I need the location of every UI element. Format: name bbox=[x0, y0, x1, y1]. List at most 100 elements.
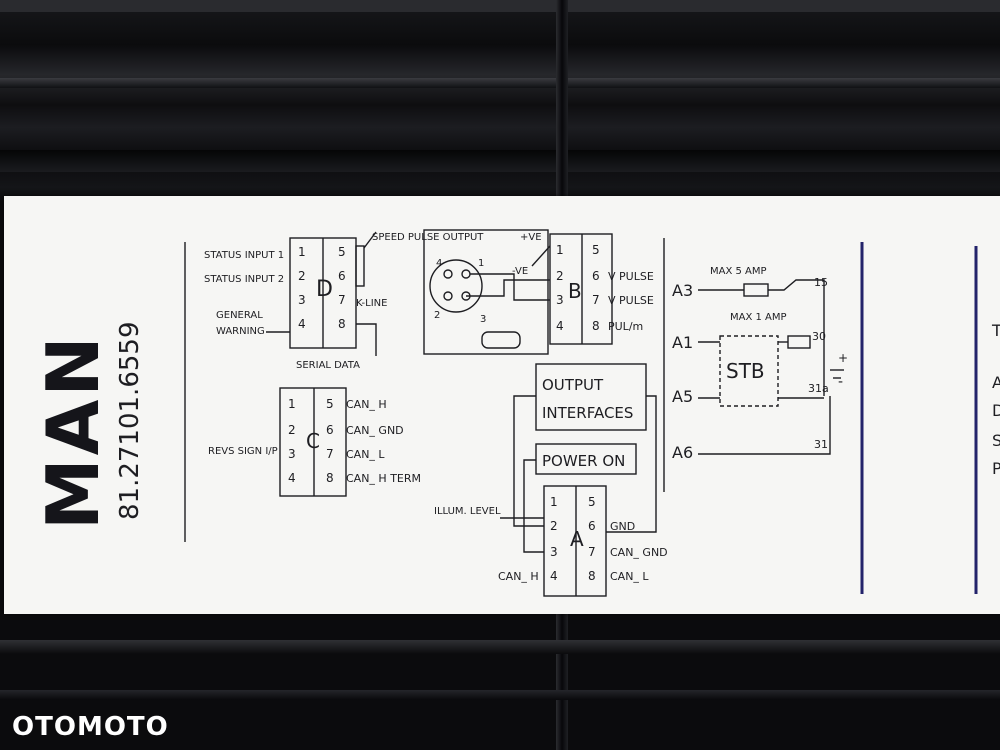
svg-text:2: 2 bbox=[556, 269, 564, 283]
label-stb: STB bbox=[726, 359, 765, 383]
svg-text:D: D bbox=[316, 277, 333, 302]
svg-text:4: 4 bbox=[556, 319, 564, 333]
svg-text:8: 8 bbox=[592, 319, 600, 333]
label-pul-m: PUL/m bbox=[608, 320, 643, 333]
svg-text:6: 6 bbox=[326, 423, 334, 437]
label-illum-level: ILLUM. LEVEL bbox=[434, 506, 501, 517]
terminal-15: 15 bbox=[814, 276, 828, 289]
label-status-input-2: STATUS INPUT 2 bbox=[204, 274, 284, 285]
svg-text:1: 1 bbox=[478, 258, 484, 269]
label-power-on: POWER ON bbox=[542, 452, 625, 470]
terminal-30: 30 bbox=[812, 330, 826, 343]
svg-text:4: 4 bbox=[288, 471, 296, 485]
housing-ridge-shadow bbox=[0, 150, 1000, 172]
svg-text:S: S bbox=[992, 431, 1000, 450]
power-section: A3 A1 A5 A6 MAX 5 AMP MAX 1 AMP STB 15 3… bbox=[672, 266, 848, 462]
svg-text:7: 7 bbox=[588, 545, 596, 559]
wiring-diagram: MAN 81.27101.6559 1 2 3 4 5 6 7 bbox=[31, 229, 1000, 597]
housing-seam-top bbox=[556, 0, 568, 196]
svg-text:4: 4 bbox=[550, 569, 558, 583]
housing-ridge-highlight bbox=[0, 78, 1000, 88]
housing-ridge-lower bbox=[0, 640, 1000, 654]
svg-text:5: 5 bbox=[592, 243, 600, 257]
label-v-pulse-2: V PULSE bbox=[608, 294, 654, 307]
housing-ridge-lower-2 bbox=[0, 690, 1000, 700]
label-revs-signal: REVS SIGN I/P bbox=[208, 446, 278, 457]
label-plus-ve: +VE bbox=[520, 232, 542, 243]
svg-text:3: 3 bbox=[480, 314, 486, 325]
label-can-h-term: CAN_ H TERM bbox=[346, 472, 421, 485]
label-can-gnd: CAN_ GND bbox=[346, 424, 404, 437]
svg-text:P: P bbox=[992, 459, 1000, 478]
svg-text:1: 1 bbox=[556, 243, 564, 257]
svg-text:8: 8 bbox=[326, 471, 334, 485]
svg-text:1: 1 bbox=[288, 397, 296, 411]
terminal-31a: 31a bbox=[808, 382, 829, 395]
svg-text:8: 8 bbox=[338, 317, 346, 331]
label-can-gnd-a: CAN_ GND bbox=[610, 546, 668, 559]
svg-text:5: 5 bbox=[588, 495, 596, 509]
label-can-h-a: CAN_ H bbox=[498, 570, 539, 583]
svg-text:3: 3 bbox=[550, 545, 558, 559]
part-number-text: 81.27101.6559 bbox=[115, 322, 145, 521]
connector-a: OUTPUT INTERFACES POWER ON 1 2 3 4 5 6 7… bbox=[434, 363, 668, 597]
svg-text:4: 4 bbox=[436, 258, 442, 269]
terminal-a1: A1 bbox=[672, 333, 693, 352]
label-max-5-amp: MAX 5 AMP bbox=[710, 266, 767, 277]
label-serial-data: SERIAL DATA bbox=[296, 360, 360, 371]
svg-text:+: + bbox=[838, 351, 848, 365]
svg-text:1: 1 bbox=[550, 495, 558, 509]
label-output: OUTPUT bbox=[542, 376, 604, 394]
svg-text:6: 6 bbox=[592, 269, 600, 283]
connector-b: 4 1 2 3 1 2 3 4 5 6 7 8 B +VE -VE V PULS… bbox=[423, 229, 654, 355]
label-gnd: GND bbox=[610, 520, 635, 533]
svg-text:5: 5 bbox=[326, 397, 334, 411]
label-general: GENERAL bbox=[216, 310, 263, 321]
terminal-a3: A3 bbox=[672, 281, 693, 300]
terminal-31: 31 bbox=[814, 438, 828, 451]
label-can-l: CAN_ L bbox=[346, 448, 385, 461]
svg-text:8: 8 bbox=[588, 569, 596, 583]
svg-text:6: 6 bbox=[588, 519, 596, 533]
connector-c: 1 2 3 4 5 6 7 8 C REVS SIGN I/P CAN_ H C… bbox=[208, 387, 421, 497]
label-speed-pulse-output: SPEED PULSE OUTPUT bbox=[372, 232, 484, 243]
svg-text:7: 7 bbox=[338, 293, 346, 307]
wiring-label: MAN 81.27101.6559 1 2 3 4 5 6 7 bbox=[4, 196, 1000, 614]
svg-text:D: D bbox=[992, 401, 1000, 420]
svg-text:C: C bbox=[306, 429, 320, 453]
terminal-a6: A6 bbox=[672, 443, 693, 462]
svg-text:3: 3 bbox=[298, 293, 306, 307]
housing-seam-bottom bbox=[556, 614, 568, 750]
right-edge-text: T A D S P bbox=[991, 321, 1000, 478]
svg-text:-: - bbox=[838, 374, 843, 390]
svg-text:7: 7 bbox=[326, 447, 334, 461]
svg-text:2: 2 bbox=[288, 423, 296, 437]
svg-text:2: 2 bbox=[298, 269, 306, 283]
label-interfaces: INTERFACES bbox=[542, 404, 633, 422]
housing-ridge-top bbox=[0, 0, 1000, 12]
watermark: OTOMOTO bbox=[12, 712, 169, 742]
terminal-a5: A5 bbox=[672, 387, 693, 406]
label-k-line: K-LINE bbox=[356, 298, 387, 309]
svg-text:A: A bbox=[570, 527, 584, 551]
svg-text:B: B bbox=[568, 279, 582, 303]
svg-text:1: 1 bbox=[298, 245, 306, 259]
label-minus-ve: -VE bbox=[512, 266, 528, 277]
label-max-1-amp: MAX 1 AMP bbox=[730, 312, 787, 323]
svg-text:7: 7 bbox=[592, 293, 600, 307]
stb-box bbox=[719, 335, 779, 407]
svg-text:3: 3 bbox=[556, 293, 564, 307]
label-can-l-a: CAN_ L bbox=[610, 570, 649, 583]
label-status-input-1: STATUS INPUT 1 bbox=[204, 250, 284, 261]
label-v-pulse-1: V PULSE bbox=[608, 270, 654, 283]
svg-text:2: 2 bbox=[550, 519, 558, 533]
svg-text:4: 4 bbox=[298, 317, 306, 331]
svg-text:3: 3 bbox=[288, 447, 296, 461]
label-warning: WARNING bbox=[216, 326, 265, 337]
svg-text:6: 6 bbox=[338, 269, 346, 283]
label-can-h: CAN_ H bbox=[346, 398, 387, 411]
svg-text:5: 5 bbox=[338, 245, 346, 259]
brand-text: MAN bbox=[31, 333, 115, 530]
svg-text:2: 2 bbox=[434, 310, 440, 321]
